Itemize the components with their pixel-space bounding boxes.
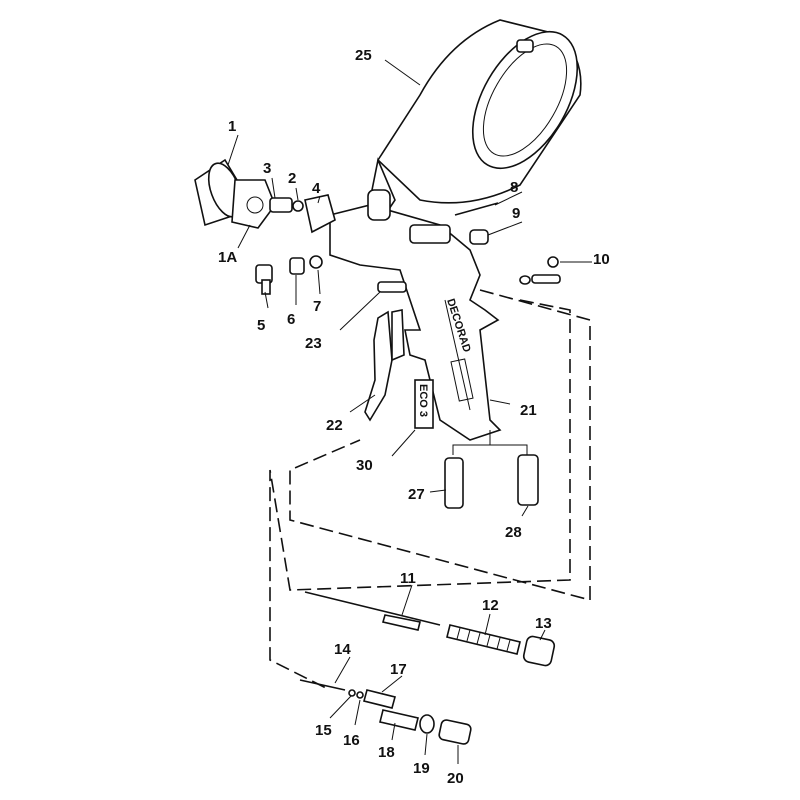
- assembly-path-2: [269, 299, 571, 691]
- label-15: 15: [315, 722, 332, 739]
- label-11: 11: [400, 570, 416, 587]
- label-18: 18: [378, 744, 395, 761]
- label-17: 17: [390, 661, 407, 678]
- air-cap: [194, 158, 276, 229]
- cap: [469, 229, 489, 245]
- assembly-path-1: [289, 289, 591, 602]
- label-10: 10: [593, 251, 610, 268]
- connector-bracket: [452, 444, 528, 455]
- label-16: 16: [343, 732, 360, 749]
- screw-shaft: [261, 279, 271, 295]
- paint-cup: [371, 19, 582, 217]
- plug: [289, 257, 305, 275]
- air-connector-27: [444, 457, 464, 509]
- air-connector-28: [517, 454, 539, 506]
- gun-body: DECORAD: [329, 189, 502, 441]
- label-27: 27: [408, 486, 425, 503]
- label-20: 20: [447, 770, 464, 787]
- label-13: 13: [535, 615, 552, 632]
- label-21: 21: [520, 402, 537, 419]
- needle-assembly: [304, 591, 556, 667]
- label-12: 12: [482, 597, 499, 614]
- label-6: 6: [287, 311, 295, 328]
- label-14: 14: [334, 641, 351, 658]
- eco-badge-text: ECO 3: [417, 384, 429, 417]
- trigger: [364, 310, 393, 422]
- screw-10: [531, 274, 561, 284]
- fluid-nozzle: [269, 197, 293, 213]
- label-5: 5: [257, 317, 265, 334]
- label-1: 1: [228, 118, 236, 135]
- pin: [454, 202, 499, 216]
- valve-assembly: [299, 679, 472, 745]
- o-ring: [292, 200, 304, 212]
- label-30: 30: [356, 457, 373, 474]
- part-labels: 1 3 2 4 1A 5 6 7 25 8 9 10 23 22 21 30 2…: [218, 47, 610, 787]
- label-3: 3: [263, 160, 271, 177]
- label-28: 28: [505, 524, 522, 541]
- trigger-stud: [377, 281, 407, 293]
- label-7: 7: [313, 298, 321, 315]
- leader-lines: [227, 59, 592, 764]
- label-22: 22: [326, 417, 343, 434]
- label-19: 19: [413, 760, 430, 777]
- label-25: 25: [355, 47, 372, 64]
- label-4: 4: [312, 180, 321, 197]
- eco-badge: [414, 379, 434, 429]
- gasket: [304, 194, 336, 234]
- label-1a: 1A: [218, 249, 237, 266]
- label-9: 9: [512, 205, 520, 222]
- washer: [309, 255, 323, 269]
- label-8: 8: [510, 179, 518, 196]
- label-2: 2: [288, 170, 296, 187]
- label-23: 23: [305, 335, 322, 352]
